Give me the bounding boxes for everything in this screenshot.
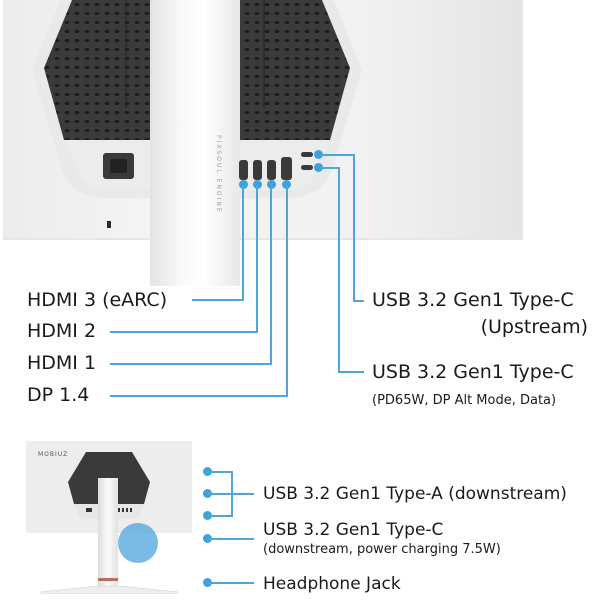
usba-3-dot (203, 511, 212, 520)
hdmi-3-port (239, 160, 248, 180)
hdmi-3-dot (239, 180, 248, 189)
hdmi-3-leader-h (192, 299, 244, 301)
label-hdmi-1: HDMI 1 (27, 352, 97, 374)
hdmi-2-dot (253, 180, 262, 189)
usbc-downstream-dot (203, 534, 212, 543)
label-usbc-downstream-title: USB 3.2 Gen1 Type-C (263, 520, 444, 540)
label-usba-downstream: USB 3.2 Gen1 Type-A (downstream) (263, 484, 567, 504)
usbc-downstream-leader (208, 538, 254, 540)
usba-leader (208, 493, 254, 495)
hdmi-2-port (253, 160, 262, 180)
usbc-upstream-leader-v (353, 154, 355, 302)
mini-monitor-stand (98, 478, 118, 588)
usba-bracket-bottom (208, 515, 233, 517)
label-hdmi-2: HDMI 2 (27, 320, 97, 342)
usba-bracket-top (208, 471, 233, 473)
label-usbc-upstream-title: USB 3.2 Gen1 Type-C (372, 289, 574, 311)
hdmi-1-dot (267, 180, 276, 189)
label-usbc-pd-title: USB 3.2 Gen1 Type-C (372, 361, 574, 383)
usbc-pd-leader-v (338, 167, 340, 373)
usbc-pd-leader-h1 (320, 167, 340, 169)
monitor-stand (150, 0, 240, 286)
usbc-upstream-leader-h1 (320, 154, 355, 156)
usbc-pd-dot (314, 163, 323, 172)
label-usbc-upstream-subtitle: (Upstream) (480, 316, 588, 338)
stand-brand-label: PIXSOUL ENGINE (215, 135, 222, 214)
displayport-port (281, 157, 292, 180)
hdmi-1-leader-h (110, 363, 272, 365)
label-usbc-downstream-subtitle: (downstream, power charging 7.5W) (263, 542, 501, 557)
dp-leader-v (286, 186, 288, 397)
usba-1-dot (203, 467, 212, 476)
label-dp: DP 1.4 (27, 384, 90, 406)
kensington-lock-slot (107, 221, 111, 228)
hdmi-3-leader-v (242, 186, 244, 301)
usbc-upstream-leader-h2 (353, 300, 364, 302)
usbc-pd-port (301, 165, 313, 170)
usbc-pd-leader-h2 (338, 371, 364, 373)
hdmi-2-leader-h (110, 331, 258, 333)
usbc-upstream-port (301, 152, 313, 157)
mini-monitor-base (40, 585, 178, 594)
side-ports-highlight-circle (118, 523, 158, 563)
headphone-jack-dot (203, 578, 212, 587)
ac-power-socket (103, 153, 134, 179)
usbc-upstream-dot (314, 150, 323, 159)
hdmi-2-leader-v (256, 186, 258, 333)
dp-dot (282, 180, 291, 189)
mini-stand-accent-ring (98, 578, 118, 581)
headphone-jack-leader (208, 582, 254, 584)
mini-monitor-logo: MOBIUZ (38, 451, 69, 458)
hdmi-1-leader-v (270, 186, 272, 365)
label-hdmi-3: HDMI 3 (eARC) (27, 289, 168, 311)
dp-leader-h (110, 395, 288, 397)
label-headphone-jack: Headphone Jack (263, 574, 401, 594)
usba-2-dot (203, 489, 212, 498)
hdmi-1-port (267, 160, 276, 180)
label-usbc-pd-subtitle: (PD65W, DP Alt Mode, Data) (372, 393, 557, 408)
